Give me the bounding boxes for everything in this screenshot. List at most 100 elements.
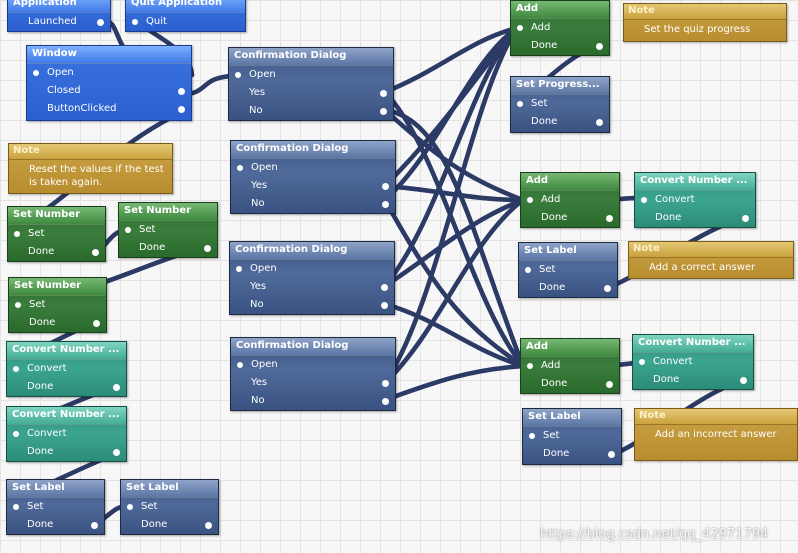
yes-port[interactable]: Yes: [230, 278, 394, 296]
node-title: Set Label: [7, 480, 104, 498]
note-text: Reset the values if the test is taken ag…: [29, 164, 164, 188]
set-label-node-middle[interactable]: Set Label Set Done: [518, 242, 618, 298]
node-title: Set Number: [9, 278, 106, 296]
set-port[interactable]: Set: [7, 498, 104, 516]
button-clicked-port[interactable]: ButtonClicked: [27, 100, 191, 118]
convert-port[interactable]: Convert: [633, 353, 753, 371]
note-title: Note: [629, 242, 793, 258]
done-port[interactable]: Done: [7, 516, 104, 534]
node-title: Set Label: [121, 480, 218, 498]
node-title: Application: [8, 0, 110, 13]
note-correct-answer[interactable]: Note Add a correct answer: [628, 241, 794, 279]
add-port[interactable]: Add: [521, 191, 619, 209]
convert-number-node-bottom[interactable]: Convert Number ... Convert Done: [632, 334, 754, 390]
open-port[interactable]: Open: [230, 260, 394, 278]
node-title: Set Number: [119, 203, 217, 221]
done-port[interactable]: Done: [521, 209, 619, 227]
set-progress-node[interactable]: Set Progress... Set Done: [510, 76, 610, 133]
no-port[interactable]: No: [230, 296, 394, 314]
node-title: Confirmation Dialog: [231, 338, 395, 356]
set-port[interactable]: Set: [523, 427, 621, 445]
node-title: Add: [511, 1, 609, 19]
yes-port[interactable]: Yes: [231, 177, 395, 195]
set-port[interactable]: Set: [511, 95, 609, 113]
add-port[interactable]: Add: [511, 19, 609, 37]
open-port[interactable]: Open: [231, 159, 395, 177]
done-port[interactable]: Done: [521, 375, 619, 393]
add-node-middle[interactable]: Add Add Done: [520, 172, 620, 228]
add-port[interactable]: Add: [521, 357, 619, 375]
confirmation-dialog-node-3[interactable]: Confirmation Dialog Open Yes No: [229, 241, 395, 315]
node-title: Add: [521, 173, 619, 191]
done-port[interactable]: Done: [511, 37, 609, 55]
node-title: Confirmation Dialog: [231, 141, 395, 159]
done-port[interactable]: Done: [511, 113, 609, 131]
node-title: Set Number: [8, 207, 105, 225]
set-number-node-3[interactable]: Set Number Set Done: [8, 277, 107, 333]
convert-port[interactable]: Convert: [7, 360, 126, 378]
done-port[interactable]: Done: [7, 443, 126, 461]
set-label-node-bottom[interactable]: Set Label Set Done: [522, 408, 622, 465]
node-title: Set Label: [523, 409, 621, 427]
no-port[interactable]: No: [231, 392, 395, 410]
add-node-top[interactable]: Add Add Done: [510, 0, 610, 56]
open-port[interactable]: Open: [231, 356, 395, 374]
set-port[interactable]: Set: [121, 498, 218, 516]
confirmation-dialog-node-1[interactable]: Confirmation Dialog Open Yes No: [228, 47, 394, 121]
add-node-bottom[interactable]: Add Add Done: [520, 338, 620, 394]
set-label-node-left-2[interactable]: Set Label Set Done: [120, 479, 219, 535]
set-number-node-2[interactable]: Set Number Set Done: [118, 202, 218, 258]
convert-number-node-left-2[interactable]: Convert Number ... Convert Done: [6, 406, 127, 462]
note-text: Add a correct answer: [649, 262, 756, 273]
application-node[interactable]: Application Launched: [7, 0, 111, 32]
note-quiz-progress[interactable]: Note Set the quiz progress: [623, 3, 787, 42]
done-port[interactable]: Done: [523, 445, 621, 463]
closed-port[interactable]: Closed: [27, 82, 191, 100]
node-title: Convert Number ...: [7, 342, 126, 360]
done-port[interactable]: Done: [119, 239, 217, 257]
set-port[interactable]: Set: [119, 221, 217, 239]
window-node[interactable]: Window Open Closed ButtonClicked: [26, 45, 192, 121]
convert-number-node-middle[interactable]: Convert Number ... Convert Done: [634, 172, 756, 228]
done-port[interactable]: Done: [9, 314, 106, 332]
quit-port[interactable]: Quit: [126, 13, 245, 31]
node-title: Quit Application: [126, 0, 245, 13]
done-port[interactable]: Done: [519, 279, 617, 297]
done-port[interactable]: Done: [8, 243, 105, 261]
no-port[interactable]: No: [231, 195, 395, 213]
quit-application-node[interactable]: Quit Application Quit: [125, 0, 246, 32]
set-label-node-left-1[interactable]: Set Label Set Done: [6, 479, 105, 535]
launched-port[interactable]: Launched: [8, 13, 110, 31]
node-title: Add: [521, 339, 619, 357]
done-port[interactable]: Done: [633, 371, 753, 389]
node-title: Convert Number ...: [633, 335, 753, 353]
node-title: Window: [27, 46, 191, 64]
confirmation-dialog-node-4[interactable]: Confirmation Dialog Open Yes No: [230, 337, 396, 411]
note-title: Note: [9, 144, 172, 160]
open-port[interactable]: Open: [229, 66, 393, 84]
node-title: Convert Number ...: [635, 173, 755, 191]
no-port[interactable]: No: [229, 102, 393, 120]
convert-port[interactable]: Convert: [7, 425, 126, 443]
set-number-node-1[interactable]: Set Number Set Done: [7, 206, 106, 262]
note-incorrect-answer[interactable]: Note Add an incorrect answer: [634, 408, 798, 461]
confirmation-dialog-node-2[interactable]: Confirmation Dialog Open Yes No: [230, 140, 396, 214]
convert-number-node-left-1[interactable]: Convert Number ... Convert Done: [6, 341, 127, 397]
note-text: Add an incorrect answer: [655, 429, 777, 440]
note-title: Note: [635, 409, 797, 425]
convert-port[interactable]: Convert: [635, 191, 755, 209]
open-port[interactable]: Open: [27, 64, 191, 82]
done-port[interactable]: Done: [121, 516, 218, 534]
note-title: Note: [624, 4, 786, 20]
node-title: Confirmation Dialog: [230, 242, 394, 260]
node-title: Confirmation Dialog: [229, 48, 393, 66]
note-text: Set the quiz progress: [644, 24, 751, 35]
done-port[interactable]: Done: [7, 378, 126, 396]
done-port[interactable]: Done: [635, 209, 755, 227]
set-port[interactable]: Set: [8, 225, 105, 243]
yes-port[interactable]: Yes: [229, 84, 393, 102]
yes-port[interactable]: Yes: [231, 374, 395, 392]
set-port[interactable]: Set: [519, 261, 617, 279]
note-reset-values[interactable]: Note Reset the values if the test is tak…: [8, 143, 173, 194]
set-port[interactable]: Set: [9, 296, 106, 314]
